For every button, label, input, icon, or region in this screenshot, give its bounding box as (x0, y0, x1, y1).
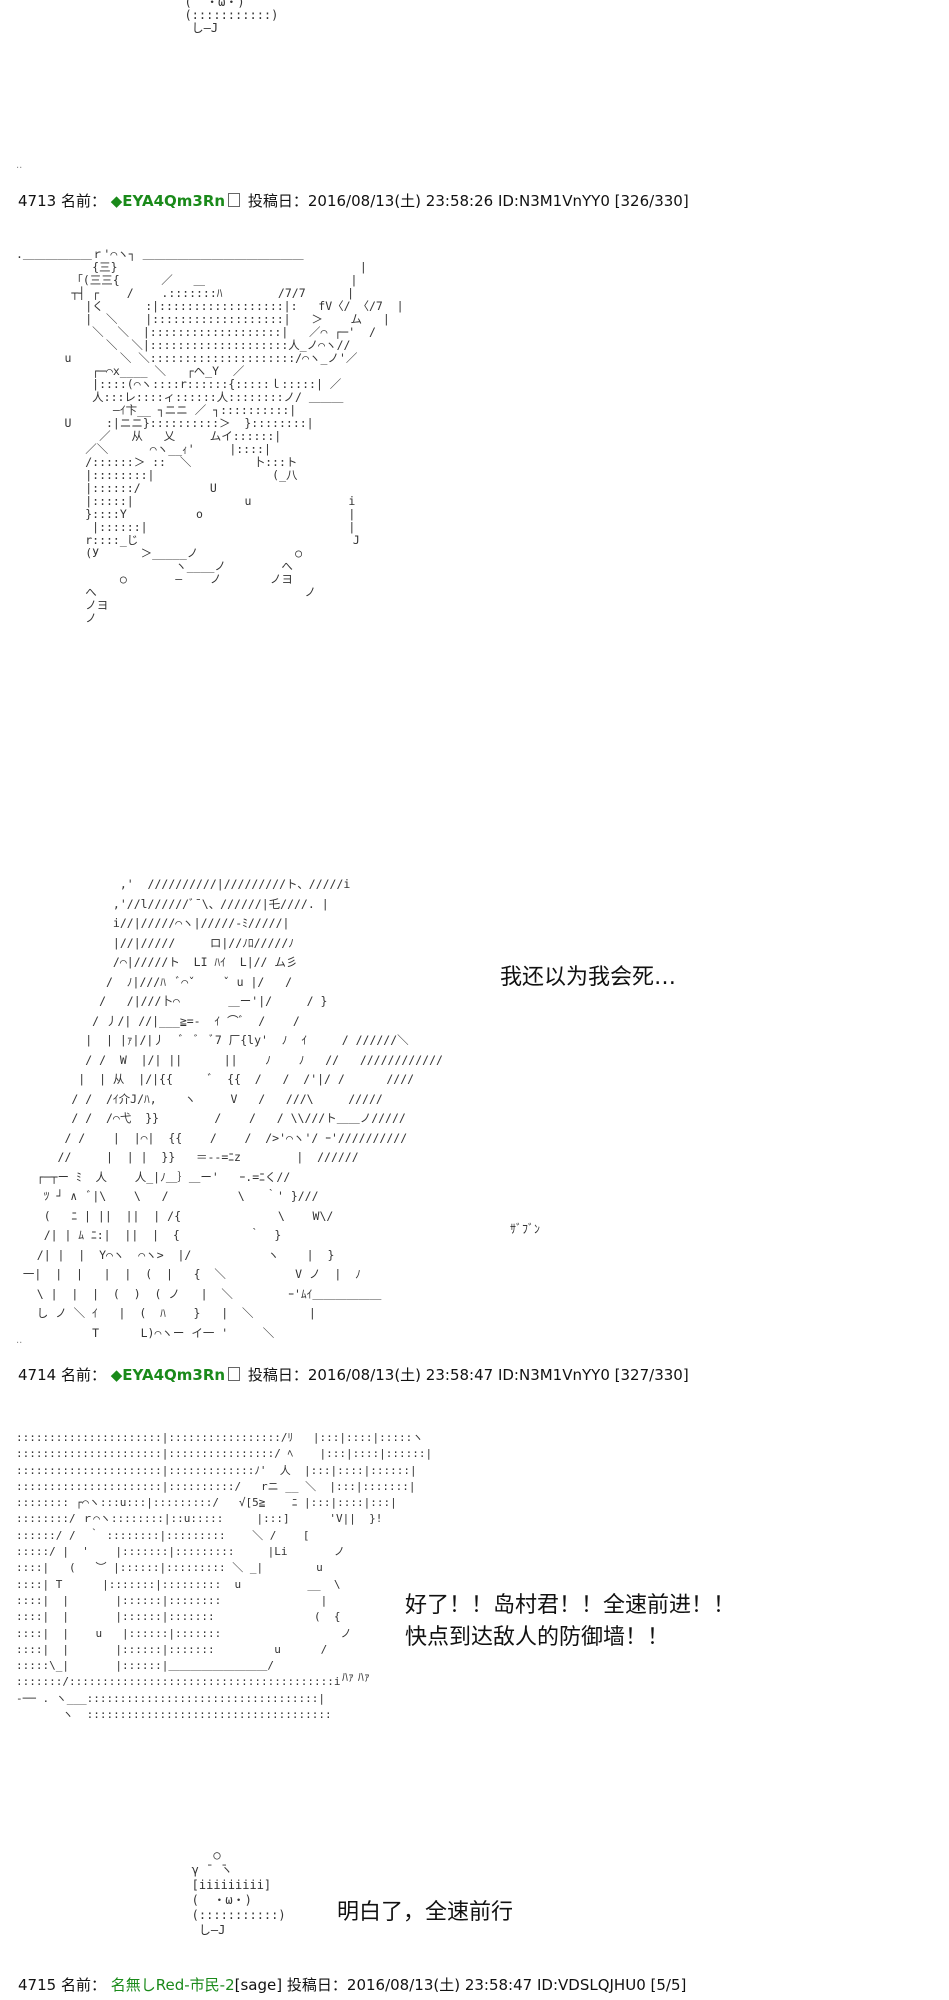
post-date: 2016/08/13(土) 23:58:47 (346, 1976, 533, 1994)
date-label: 投稿日： (286, 1976, 347, 1994)
mail-box-icon (228, 193, 241, 207)
bottom-face-ascii-art: ○ γ ̄ ̄ヽ [iiiiiiiii] ( ・ω・) (:::::::::::… (191, 1848, 286, 1937)
dialog-text: 好了！！岛村君！！全速前进！！ (405, 1593, 736, 1618)
dialog-text: 快点到达敌人的防御墙！！ (405, 1625, 670, 1650)
sound-effect-text: ｻﾞﾌﾞﾝ (510, 1222, 541, 1236)
post-header-4714: 4714 名前： ◆EYA4Qm3Rn 投稿日：2016/08/13(土) 23… (18, 1364, 689, 1385)
post-number: 4714 (18, 1366, 57, 1384)
post-id[interactable]: ID:N3M1VnYY0 (497, 192, 610, 210)
post-number: 4715 (18, 1976, 57, 1994)
dialog-text: 明白了，全速前行 (337, 1900, 514, 1925)
poster-name-link[interactable]: 名無しRed-市民-2 (110, 1976, 235, 1994)
poster-name-link[interactable]: ◆EYA4Qm3Rn (110, 1366, 226, 1384)
post-id[interactable]: ID:N3M1VnYY0 (497, 1366, 610, 1384)
panel3-ascii-art: ::::::::::::::::::::::|:::::::::::::::::… (16, 1431, 433, 1722)
dialog-text: 我还以为我会死… (500, 965, 677, 990)
post-count: [327/330] (614, 1366, 689, 1384)
post-date: 2016/08/13(土) 23:58:26 (307, 192, 494, 210)
sound-effect-text: ﾊｧ ﾊｧ (342, 1670, 370, 1684)
top-face-ascii-art: ( ・ω・) (:::::::::::) し―J (184, 0, 279, 35)
panel1-ascii-art: .＿＿＿＿＿＿ｒ'⌒ヽ┐ ＿＿＿＿＿＿＿＿＿＿＿＿＿＿ {三} | 「(三三{ … (16, 247, 404, 625)
date-label: 投稿日： (247, 1366, 308, 1384)
mail-box-icon (228, 1367, 241, 1381)
post-id[interactable]: ID:VDSLQJHU0 (536, 1976, 646, 1994)
mail-field: [sage] (234, 1976, 283, 1994)
post-number: 4713 (18, 192, 57, 210)
post-date: 2016/08/13(土) 23:58:47 (307, 1366, 494, 1384)
name-label: 名前： (60, 1976, 106, 1994)
separator-mark: .. (16, 160, 23, 171)
date-label: 投稿日： (247, 192, 308, 210)
poster-name-link[interactable]: ◆EYA4Qm3Rn (110, 192, 226, 210)
panel2-ascii-art: ,' //////////|/////////ト、/////i ,'//l///… (22, 877, 443, 1340)
post-count: [326/330] (614, 192, 689, 210)
name-label: 名前： (60, 1366, 106, 1384)
post-header-4713: 4713 名前： ◆EYA4Qm3Rn 投稿日：2016/08/13(土) 23… (18, 190, 689, 211)
post-header-4715: 4715 名前： 名無しRed-市民-2[sage] 投稿日：2016/08/1… (18, 1974, 686, 1995)
name-label: 名前： (60, 192, 106, 210)
post-count: [5/5] (650, 1976, 687, 1994)
separator-mark: .. (16, 1335, 23, 1346)
